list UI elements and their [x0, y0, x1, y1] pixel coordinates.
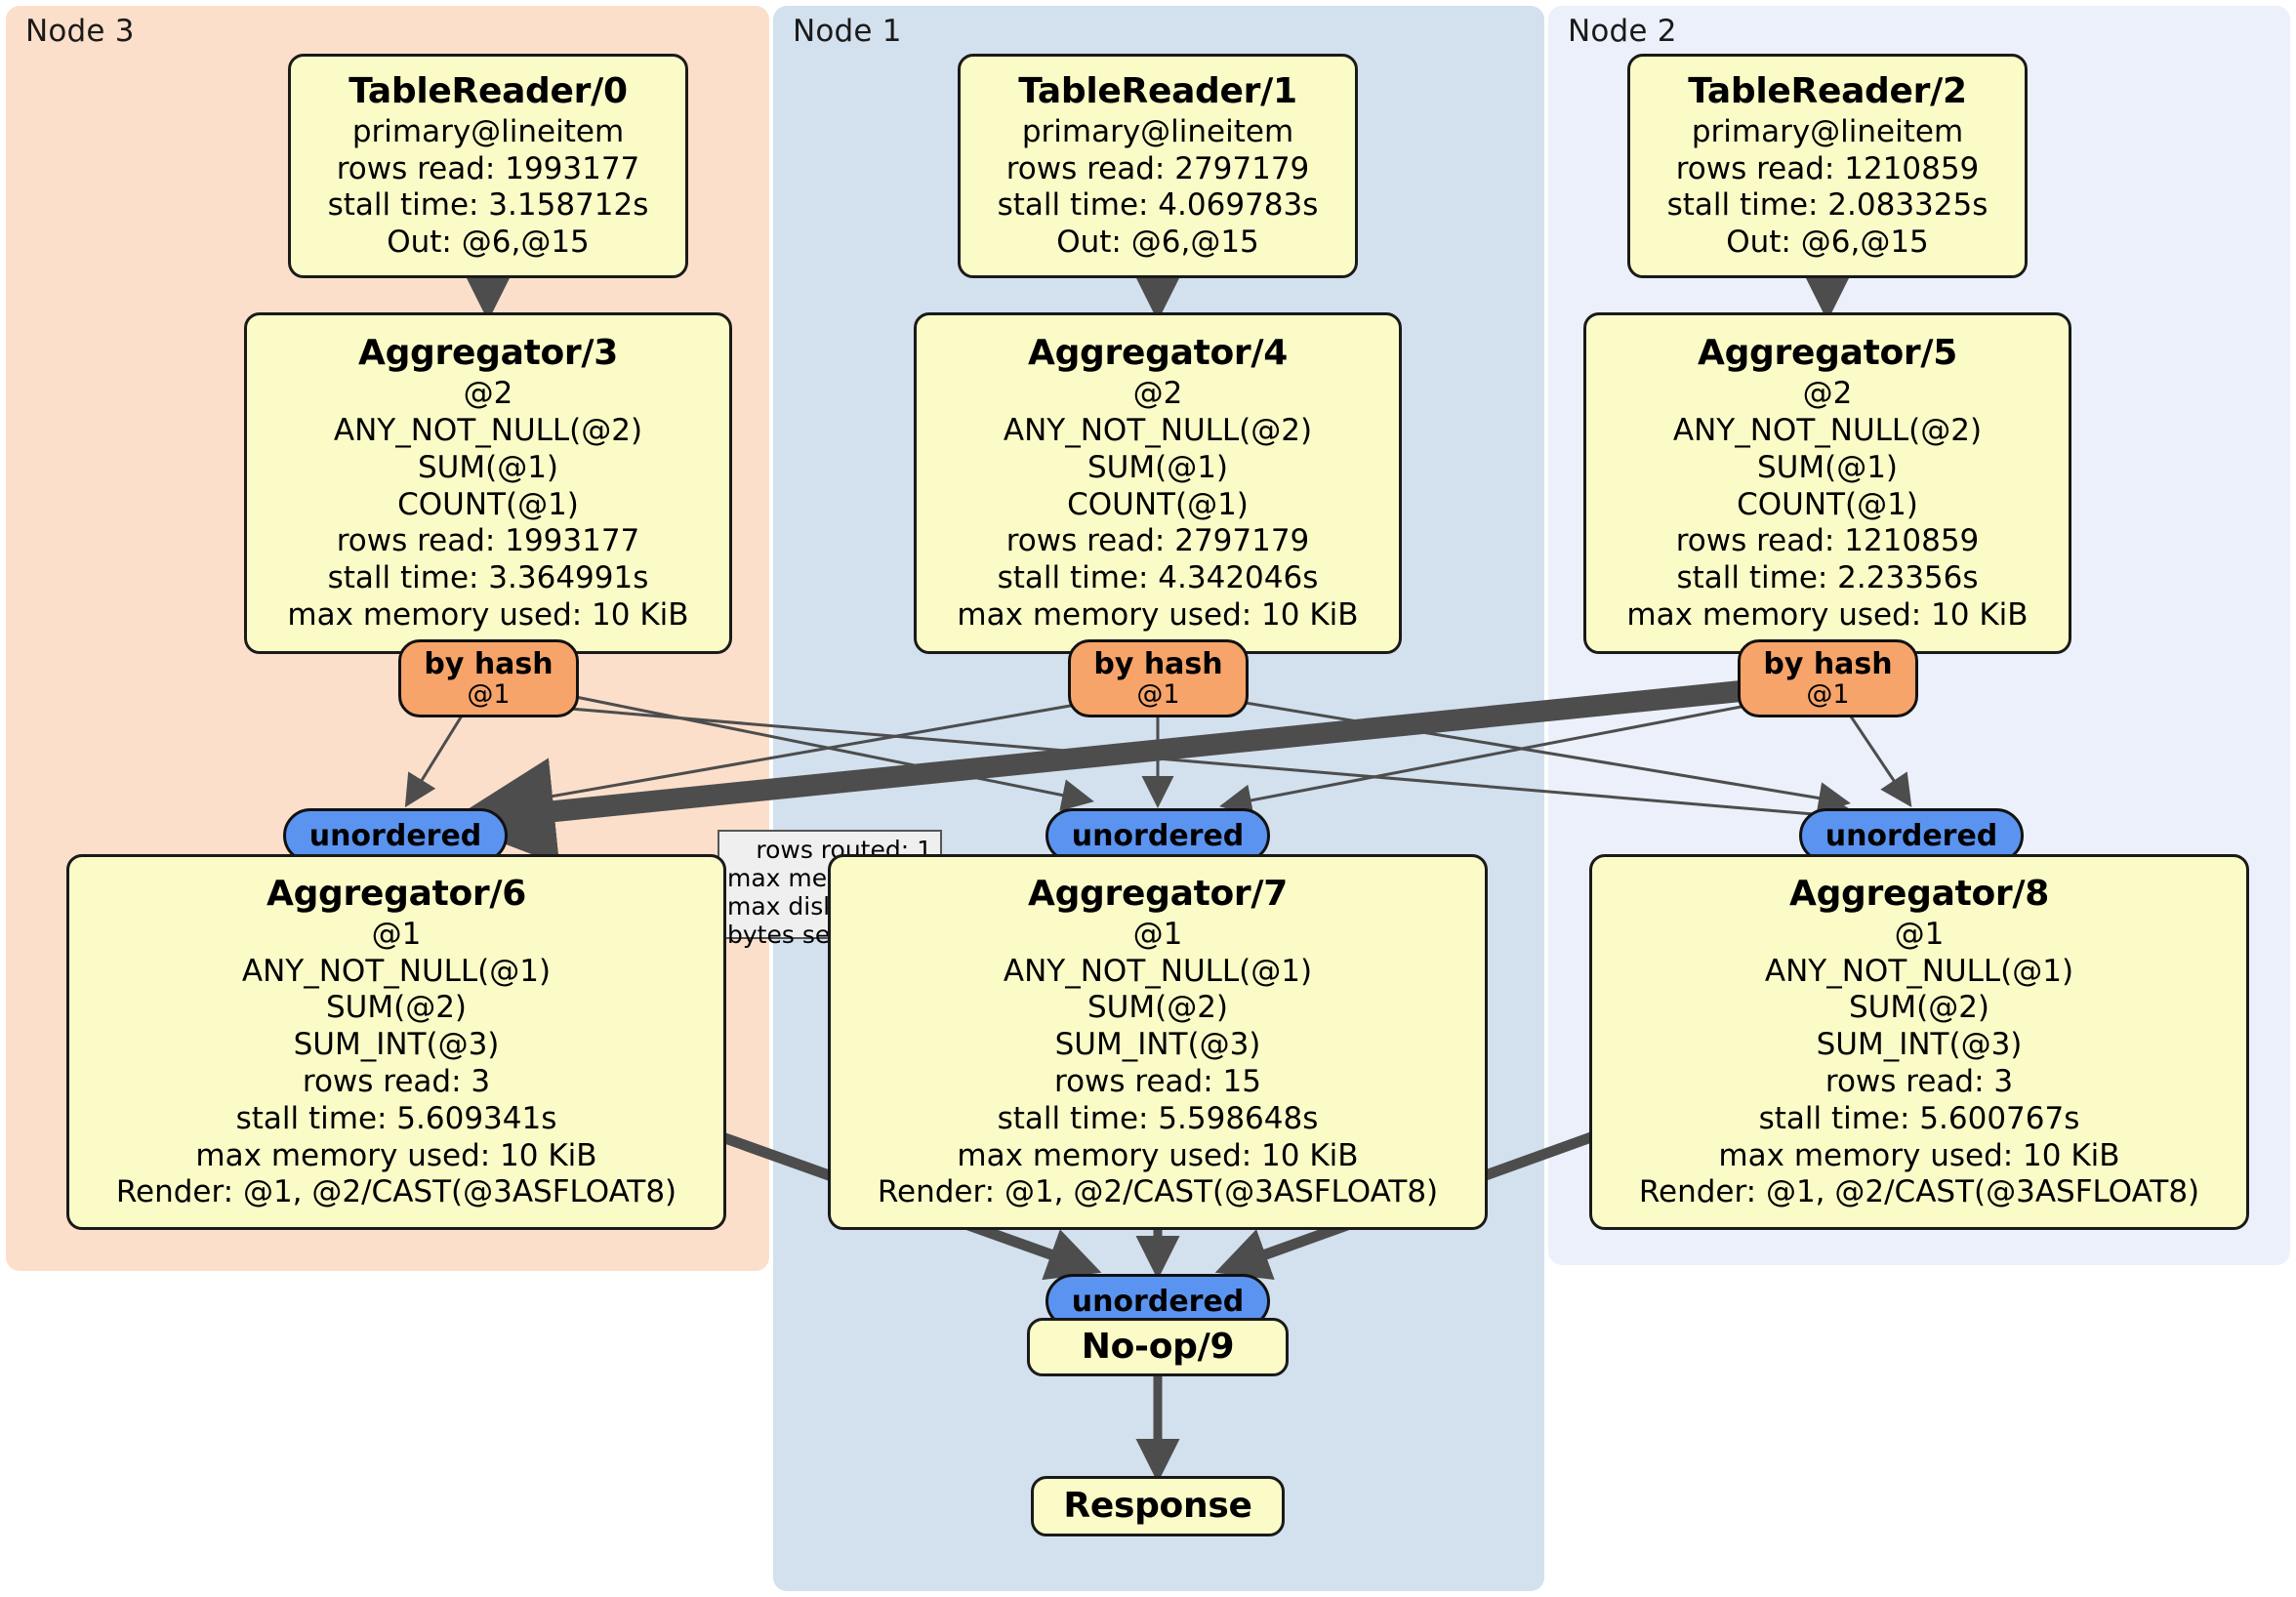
router-unordered-8[interactable]: unordered [1799, 808, 2024, 863]
processor-detail: max memory used: 10 KiB [957, 596, 1359, 633]
processor-detail: stall time: 4.342046s [997, 560, 1319, 596]
processor-noop-9[interactable]: No-op/9 [1027, 1318, 1289, 1376]
processor-title: Response [1063, 1486, 1252, 1527]
processor-detail: rows read: 2797179 [1005, 523, 1310, 559]
processor-detail: stall time: 5.598648s [997, 1100, 1319, 1136]
processor-response[interactable]: Response [1031, 1476, 1285, 1536]
processor-detail: SUM(@1) [1086, 449, 1229, 485]
processor-detail: rows read: 1210859 [1675, 150, 1980, 186]
processor-detail: rows read: 1993177 [336, 523, 640, 559]
processor-detail: Out: @6,@15 [1056, 225, 1259, 261]
processor-detail: primary@lineitem [1021, 113, 1294, 149]
processor-detail: stall time: 3.158712s [327, 187, 649, 224]
processor-detail: SUM(@2) [1086, 990, 1229, 1026]
processor-detail: max memory used: 10 KiB [195, 1137, 597, 1173]
processor-title: Aggregator/5 [1698, 333, 1957, 374]
router-label: by hash [1093, 646, 1223, 681]
processor-detail: COUNT(@1) [1067, 486, 1249, 522]
processor-detail: SUM(@2) [1848, 990, 1990, 1026]
router-by-hash-4[interactable]: by hash @1 [1068, 639, 1249, 717]
processor-detail: Render: @1, @2/CAST(@3ASFLOAT8) [1638, 1174, 2200, 1210]
router-label: unordered [308, 818, 482, 853]
router-unordered-7[interactable]: unordered [1046, 808, 1270, 863]
processor-detail: Render: @1, @2/CAST(@3ASFLOAT8) [115, 1174, 677, 1210]
processor-detail: ANY_NOT_NULL(@1) [1003, 953, 1313, 989]
processor-aggregator-7[interactable]: Aggregator/7 @1 ANY_NOT_NULL(@1) SUM(@2)… [828, 854, 1488, 1230]
router-by-hash-3[interactable]: by hash @1 [398, 639, 579, 717]
processor-title: TableReader/2 [1688, 70, 1967, 111]
processor-detail: @2 [463, 376, 513, 412]
processor-detail: max memory used: 10 KiB [1718, 1137, 2120, 1173]
processor-detail: rows read: 2797179 [1005, 150, 1310, 186]
processor-title: Aggregator/3 [358, 333, 618, 374]
processor-detail: @2 [1132, 376, 1183, 412]
router-column: @1 [1806, 678, 1850, 710]
processor-table-reader-2[interactable]: TableReader/2 primary@lineitem rows read… [1627, 54, 2028, 278]
router-by-hash-5[interactable]: by hash @1 [1738, 639, 1918, 717]
router-label: by hash [1763, 646, 1893, 681]
processor-detail: stall time: 5.600767s [1758, 1100, 2080, 1136]
processor-detail: max memory used: 10 KiB [957, 1137, 1359, 1173]
processor-aggregator-8[interactable]: Aggregator/8 @1 ANY_NOT_NULL(@1) SUM(@2)… [1589, 854, 2249, 1230]
processor-title: TableReader/1 [1018, 70, 1297, 111]
processor-detail: COUNT(@1) [397, 486, 579, 522]
processor-detail: Render: @1, @2/CAST(@3ASFLOAT8) [877, 1174, 1439, 1210]
processor-detail: Out: @6,@15 [1726, 225, 1929, 261]
processor-detail: rows read: 3 [1824, 1063, 2014, 1099]
node-group-label-node2: Node 2 [1568, 14, 1677, 49]
router-label: unordered [1824, 818, 1998, 853]
processor-aggregator-3[interactable]: Aggregator/3 @2 ANY_NOT_NULL(@2) SUM(@1)… [244, 312, 732, 654]
processor-aggregator-4[interactable]: Aggregator/4 @2 ANY_NOT_NULL(@2) SUM(@1)… [914, 312, 1402, 654]
processor-detail: max memory used: 10 KiB [287, 596, 689, 633]
processor-detail: ANY_NOT_NULL(@1) [1764, 953, 2074, 989]
node-group-label-node1: Node 1 [793, 14, 902, 49]
processor-detail: @1 [371, 916, 422, 952]
processor-detail: ANY_NOT_NULL(@2) [1672, 412, 1983, 448]
processor-title: Aggregator/8 [1789, 873, 2049, 914]
processor-detail: SUM_INT(@3) [1054, 1027, 1261, 1063]
processor-detail: SUM(@1) [1756, 449, 1899, 485]
router-column: @1 [467, 678, 511, 710]
processor-aggregator-5[interactable]: Aggregator/5 @2 ANY_NOT_NULL(@2) SUM(@1)… [1583, 312, 2071, 654]
processor-detail: stall time: 4.069783s [997, 187, 1319, 224]
processor-detail: ANY_NOT_NULL(@1) [241, 953, 552, 989]
processor-title: Aggregator/4 [1028, 333, 1288, 374]
processor-detail: Out: @6,@15 [387, 225, 590, 261]
processor-title: Aggregator/6 [266, 873, 526, 914]
processor-detail: SUM_INT(@3) [1816, 1027, 2023, 1063]
router-label: by hash [424, 646, 554, 681]
router-label: unordered [1071, 1284, 1245, 1319]
processor-detail: SUM_INT(@3) [293, 1027, 500, 1063]
node-group-label-node3: Node 3 [25, 14, 135, 49]
processor-table-reader-1[interactable]: TableReader/1 primary@lineitem rows read… [958, 54, 1358, 278]
processor-table-reader-0[interactable]: TableReader/0 primary@lineitem rows read… [288, 54, 688, 278]
processor-detail: max memory used: 10 KiB [1626, 596, 2029, 633]
processor-detail: rows read: 1210859 [1675, 523, 1980, 559]
processor-detail: stall time: 3.364991s [327, 560, 649, 596]
router-column: @1 [1136, 678, 1180, 710]
processor-detail: stall time: 5.609341s [235, 1100, 557, 1136]
processor-title: No-op/9 [1081, 1327, 1235, 1368]
processor-detail: rows read: 1993177 [336, 150, 640, 186]
router-label: unordered [1071, 818, 1245, 853]
processor-detail: @1 [1132, 916, 1183, 952]
processor-detail: primary@lineitem [351, 113, 625, 149]
processor-detail: ANY_NOT_NULL(@2) [333, 412, 643, 448]
processor-detail: @2 [1802, 376, 1853, 412]
processor-detail: @1 [1894, 916, 1945, 952]
processor-detail: rows read: 3 [302, 1063, 491, 1099]
processor-detail: rows read: 15 [1054, 1063, 1261, 1099]
processor-detail: stall time: 2.23356s [1676, 560, 1979, 596]
processor-detail: SUM(@1) [417, 449, 559, 485]
processor-detail: stall time: 2.083325s [1666, 187, 1988, 224]
processor-detail: ANY_NOT_NULL(@2) [1003, 412, 1313, 448]
processor-detail: SUM(@2) [325, 990, 468, 1026]
processor-title: Aggregator/7 [1028, 873, 1288, 914]
processor-title: TableReader/0 [348, 70, 628, 111]
processor-detail: COUNT(@1) [1737, 486, 1918, 522]
processor-aggregator-6[interactable]: Aggregator/6 @1 ANY_NOT_NULL(@1) SUM(@2)… [66, 854, 726, 1230]
processor-detail: primary@lineitem [1691, 113, 1964, 149]
